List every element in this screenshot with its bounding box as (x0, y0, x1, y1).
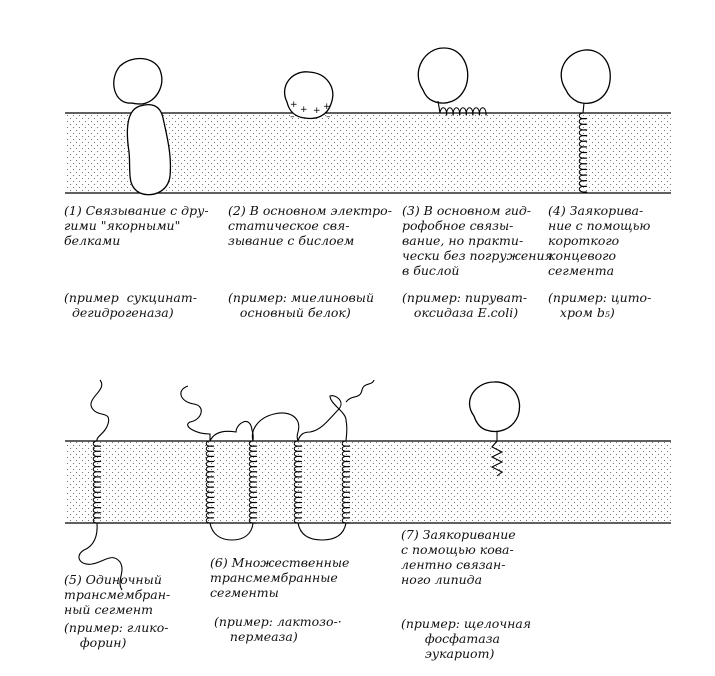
protein-7-lipid-anchored (468, 381, 521, 477)
plus-icon: + (300, 105, 308, 115)
anchor-protein-1 (126, 103, 172, 196)
caption-1-example: (пример сукцинат- дегидрогеназа) (64, 290, 197, 320)
bottom-membrane (65, 440, 671, 524)
caption-2-example: (пример: миелиновый основный белок) (228, 290, 375, 320)
protein-5-single-tm (78, 379, 123, 591)
minus-icon: – (326, 112, 331, 122)
minus-icon: – (290, 112, 295, 122)
protein-3-hydrophobic (417, 47, 492, 116)
caption-5-example: (пример: глико- форин) (64, 620, 169, 650)
caption-2-description: (2) В основном электро- статическое свя-… (228, 203, 392, 248)
protein-6-multi-tm (180, 379, 375, 541)
caption-7-example: (пример: щелочная фосфатаза эукариот) (401, 616, 532, 661)
plus-icon: + (313, 106, 321, 116)
caption-6-description: (6) Множественные трансмембранные сегмен… (210, 555, 350, 600)
caption-5-description: (5) Одиночный трансмембран- ный сегмент (64, 572, 171, 617)
minus-icon: – (301, 113, 306, 123)
protein-4-terminal-segment (560, 49, 611, 193)
caption-7-description: (7) Заякоривание с помощью кова- лентно … (401, 527, 516, 587)
caption-6-example: (пример: лактозо-· пермеаза) (214, 614, 342, 644)
charge-plus-icons: + + + + – – – – (290, 100, 331, 123)
caption-3-example: (пример: пируват- оксидаза E.coli) (402, 290, 528, 320)
plus-icon: + (290, 100, 298, 110)
protein-2-electrostatic (284, 71, 334, 120)
plus-icon: + (323, 102, 331, 112)
minus-icon: – (314, 113, 319, 123)
caption-4-description: (4) Заякорива- ние с помощью короткого к… (548, 203, 651, 278)
protein-1-peripheral (113, 57, 163, 105)
caption-4-example: (пример: цито- хром b₅) (548, 290, 652, 320)
caption-3-description: (3) В основном гид- рофобное связы- вани… (402, 203, 553, 278)
caption-1-description: (1) Связывание с дру- гими "якорными" бе… (64, 203, 209, 248)
